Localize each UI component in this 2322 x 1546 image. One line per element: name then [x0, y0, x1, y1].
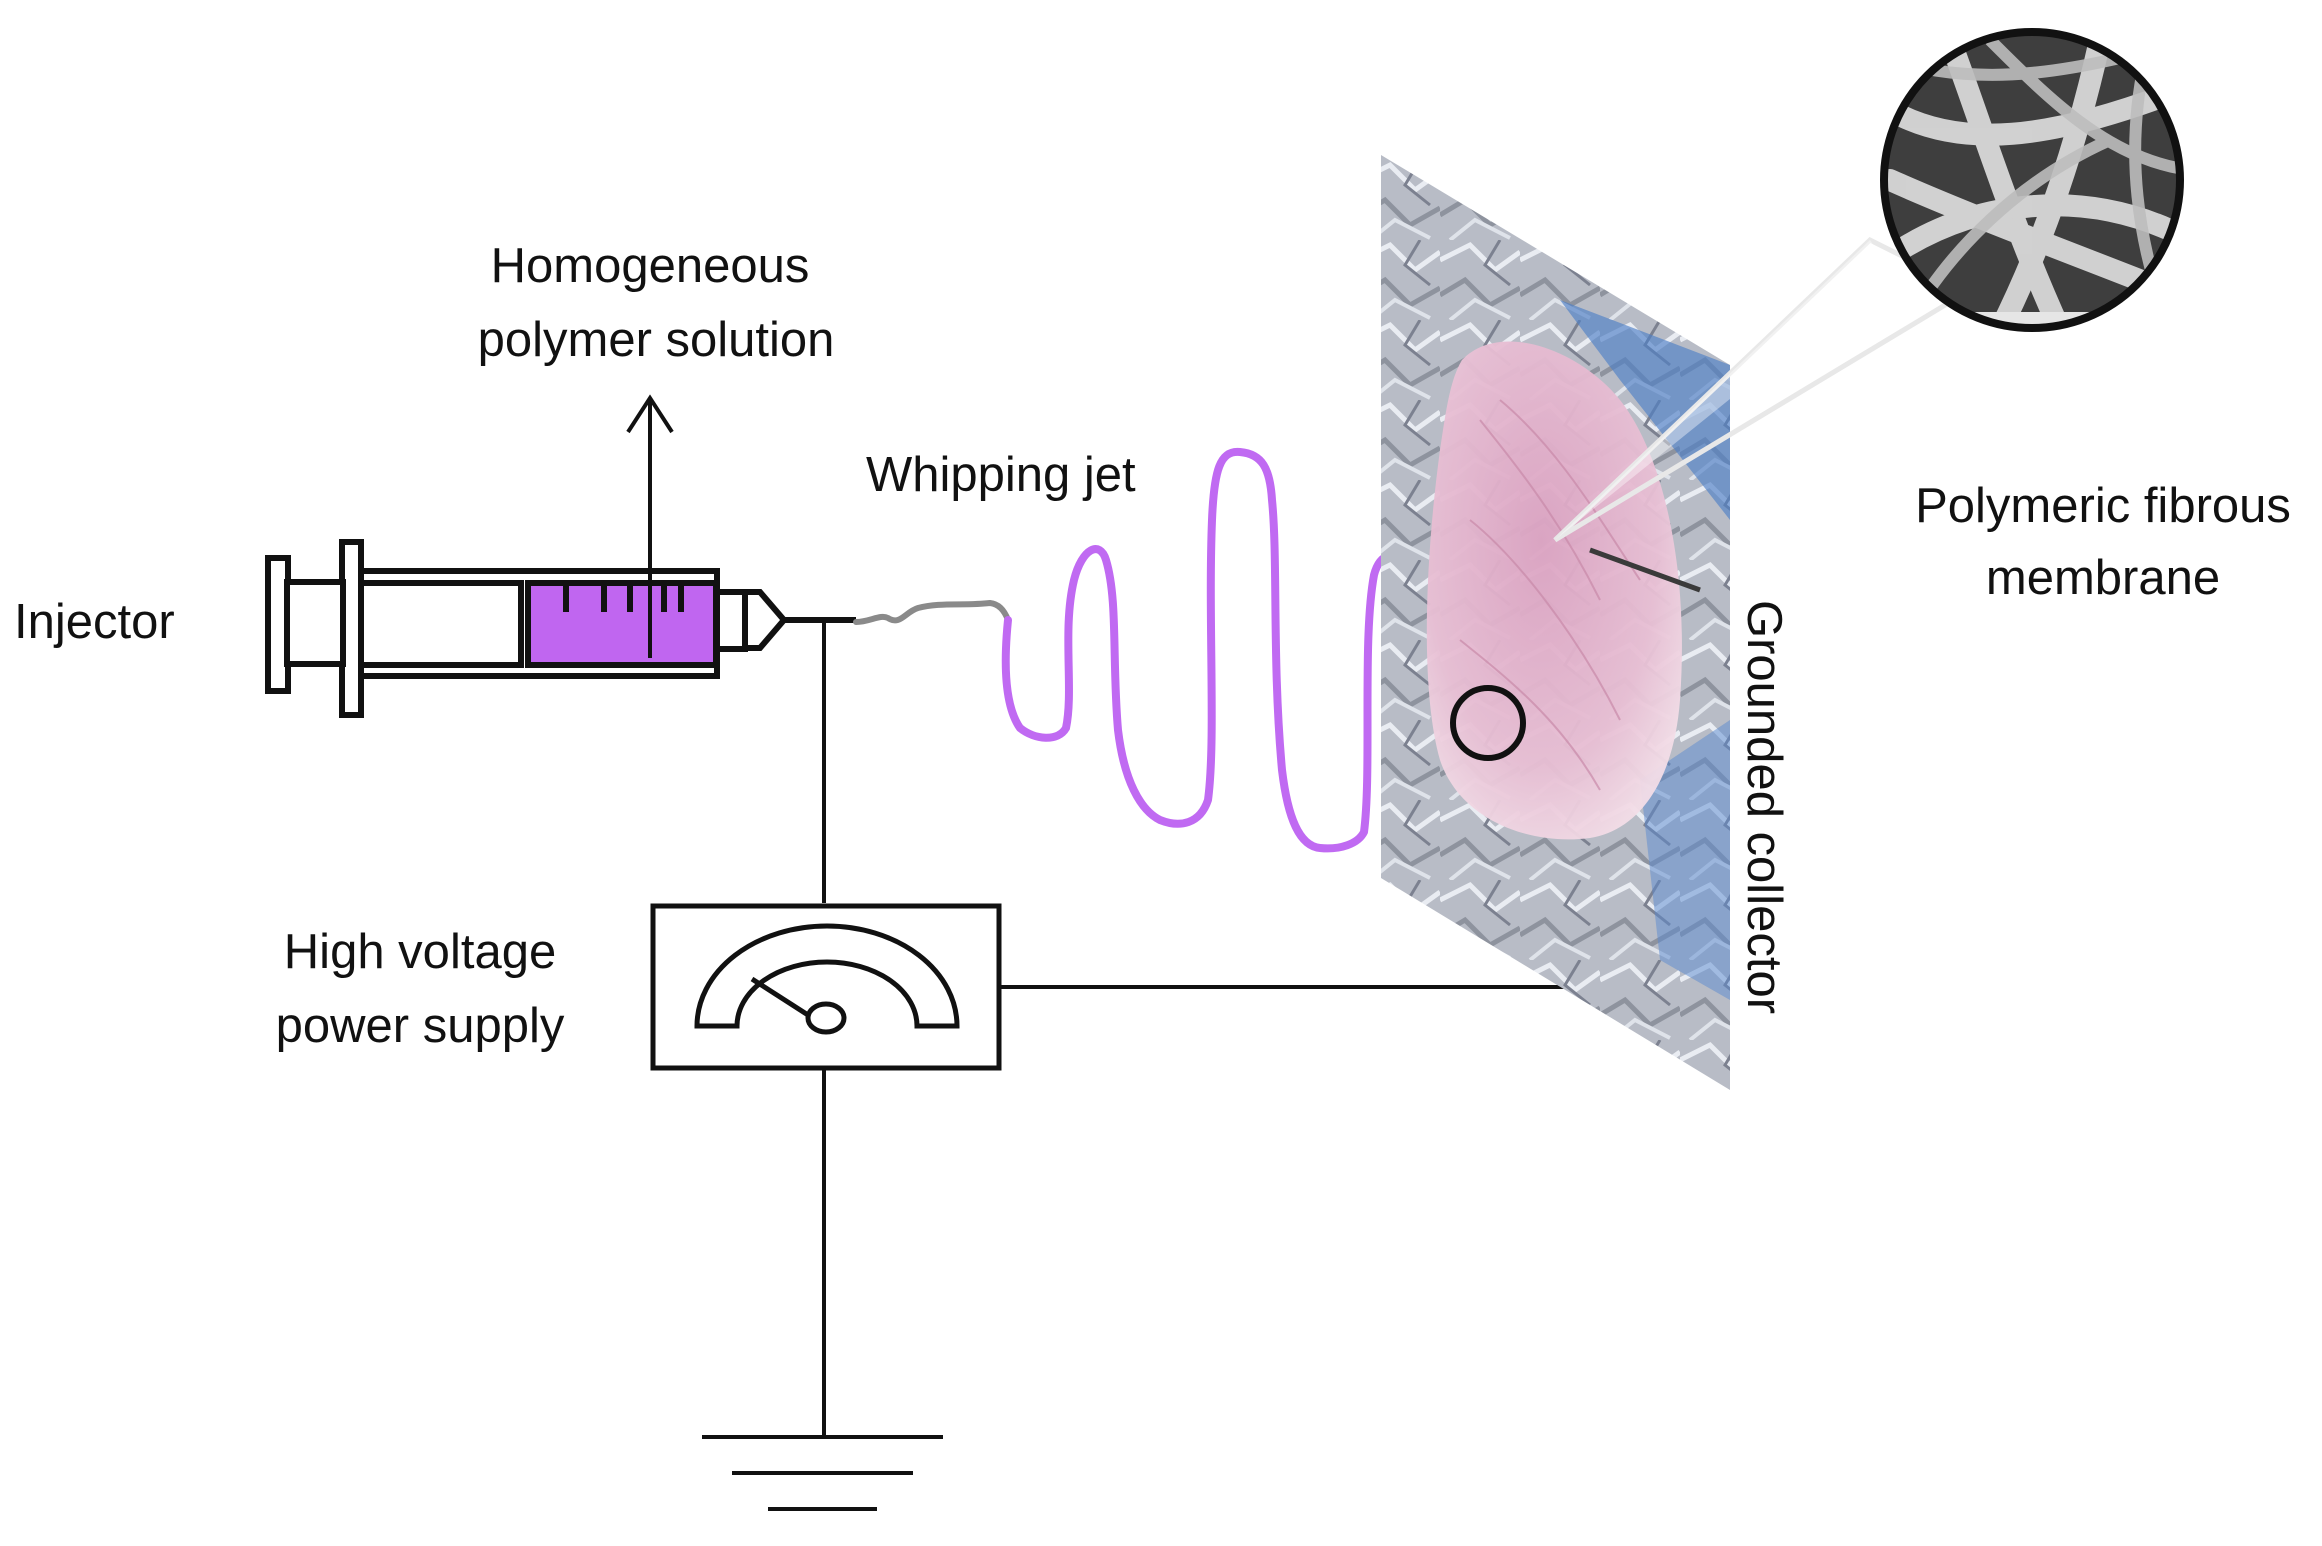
collector-label: Grounded collector — [1737, 600, 1791, 1014]
tweezers — [1589, 547, 1701, 593]
collector-panel — [1381, 155, 1730, 1090]
solution-pointer-arrow — [626, 394, 674, 658]
power-supply-label-line1: High voltage — [284, 925, 556, 979]
sample-region-marker — [1450, 685, 1526, 761]
syringe-plunger — [358, 580, 524, 668]
polymer-solution — [525, 580, 719, 668]
solution-label-line2: polymer solution — [478, 313, 835, 367]
syringe-hub — [714, 589, 748, 652]
circuit-wires — [822, 620, 1576, 1436]
sem-micrograph — [1884, 32, 2180, 328]
syringe-plunger-rod — [284, 579, 346, 667]
membrane-label-line2: membrane — [1986, 551, 2220, 605]
whipping-jet — [1001, 447, 1438, 853]
jet-label: Whipping jet — [866, 448, 1136, 502]
sem-inset-frame — [1880, 28, 2184, 332]
ground-symbol-icon — [702, 1435, 943, 1511]
membrane-label-line1: Polymeric fibrous — [1915, 479, 2291, 533]
power-supply-box — [650, 903, 1002, 1071]
syringe-icon — [265, 539, 856, 718]
needle-wire — [853, 599, 1011, 625]
syringe-graduations — [563, 585, 684, 612]
syringe-nozzle — [742, 589, 788, 651]
injector-label: Injector — [14, 595, 175, 649]
gauge-icon — [694, 923, 960, 1035]
solution-label-line1: Homogeneous — [491, 239, 810, 293]
power-supply-label-line2: power supply — [276, 999, 565, 1053]
